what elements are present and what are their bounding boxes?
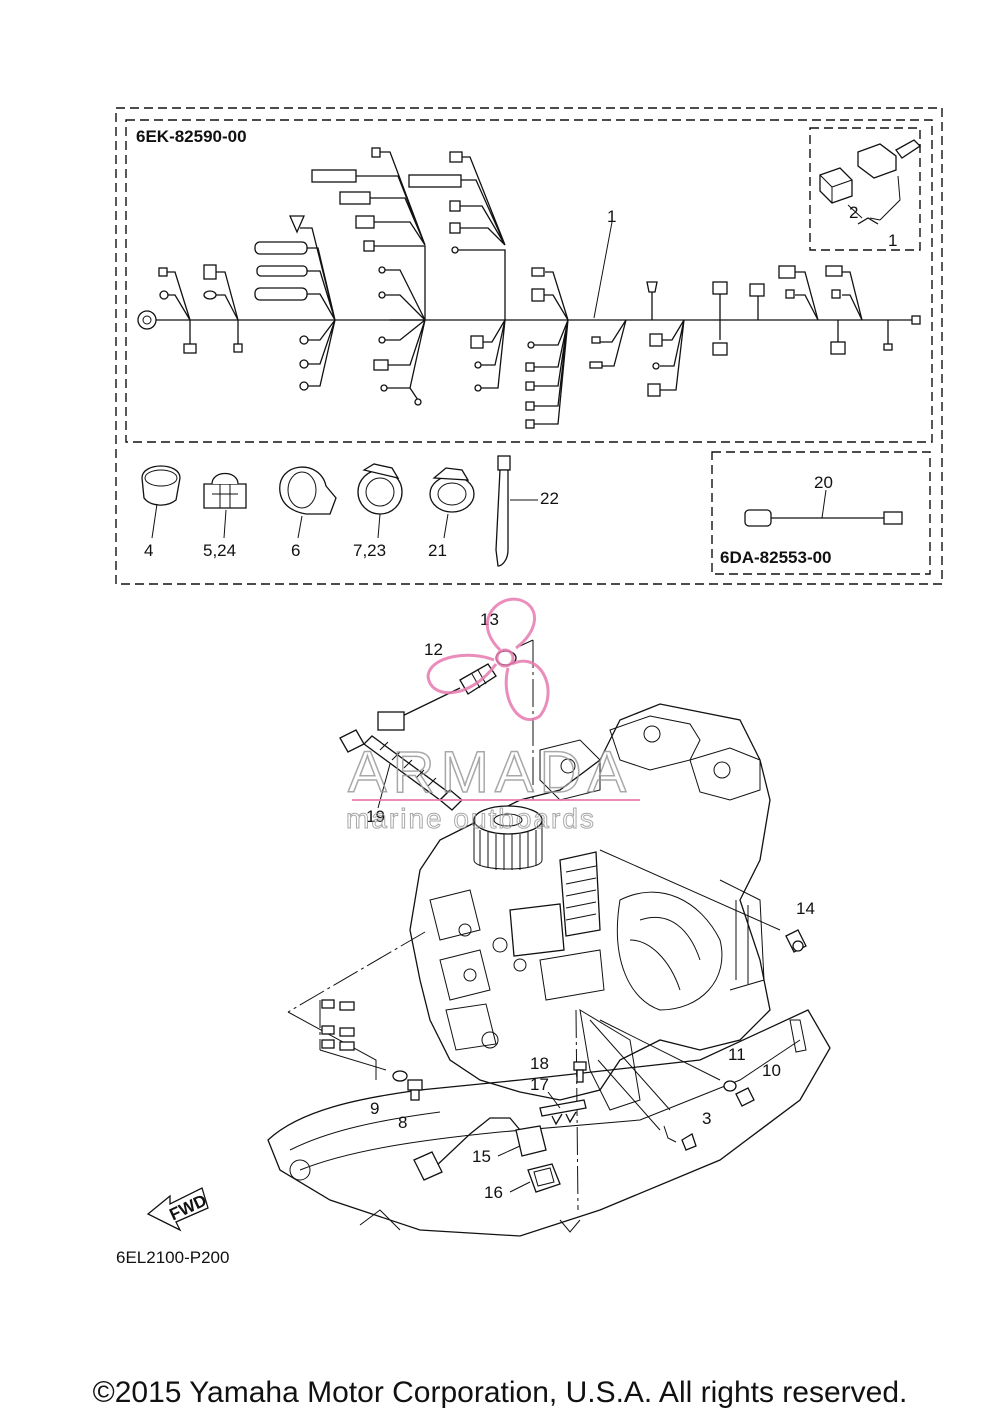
callout-leaders-15-16 [497,1145,531,1193]
wire-harness-1 [137,147,921,429]
callout-7-23: 7,23 [353,541,386,560]
clamp-5 [203,472,247,539]
callout-4: 4 [144,541,153,560]
bolt-18 [573,1061,587,1083]
callout-17: 17 [530,1075,549,1094]
grommet-16 [527,1163,561,1193]
callout-8: 8 [398,1113,407,1132]
callout-13: 13 [480,610,499,629]
callout-22: 22 [540,489,559,508]
harness-connectors-left [321,999,355,1051]
connector-inset [819,139,922,225]
clamp-4 [141,465,181,539]
callout-16: 16 [484,1183,503,1202]
callout-12: 12 [424,640,443,659]
callout-3: 3 [702,1109,711,1128]
bolt-10 [735,1087,755,1107]
washer-11 [723,1080,737,1092]
callout-21: 21 [428,541,447,560]
callout-20: 20 [814,473,833,492]
callout-11: 11 [728,1045,746,1064]
callout-14: 14 [796,899,815,918]
switch-15 [413,1117,547,1181]
copyright-notice: ©2015 Yamaha Motor Corporation, U.S.A. A… [92,1376,908,1409]
callout-18: 18 [530,1054,549,1073]
watermark-brand: ARMADA [348,740,632,805]
bracket-17 [539,1091,587,1126]
watermark-logo: ARMADA marine outboards [346,597,640,835]
sub-harness-part-number: 6DA-82553-00 [720,548,832,567]
figure-code: 6EL2100-P200 [116,1248,229,1267]
sub-harness-20 [744,489,903,527]
washer-9 [392,1070,408,1082]
watermark-tagline: marine outboards [346,803,596,834]
callout-10: 10 [762,1061,781,1080]
callout-19: 19 [366,807,385,826]
bolt-14 [785,929,807,953]
sensor-12 [377,663,497,731]
callout-15: 15 [472,1147,491,1166]
cable-tie-22 [495,455,538,567]
callout-6: 6 [291,541,300,560]
clamp-21 [429,467,475,539]
callout-1b: 1 [888,231,897,250]
callout-2: 2 [849,203,858,222]
bolt-8 [407,1079,423,1101]
bolt-3 [663,1125,697,1151]
clamp-6 [279,466,337,539]
callout-5-24: 5,24 [203,541,236,560]
callout-9: 9 [370,1099,379,1118]
callout-1: 1 [607,207,616,226]
harness-part-number: 6EK-82590-00 [136,127,247,146]
kit-outer-frame [115,107,943,585]
fwd-arrow-icon: FWD [146,1187,210,1232]
clamp-7 [357,463,403,539]
